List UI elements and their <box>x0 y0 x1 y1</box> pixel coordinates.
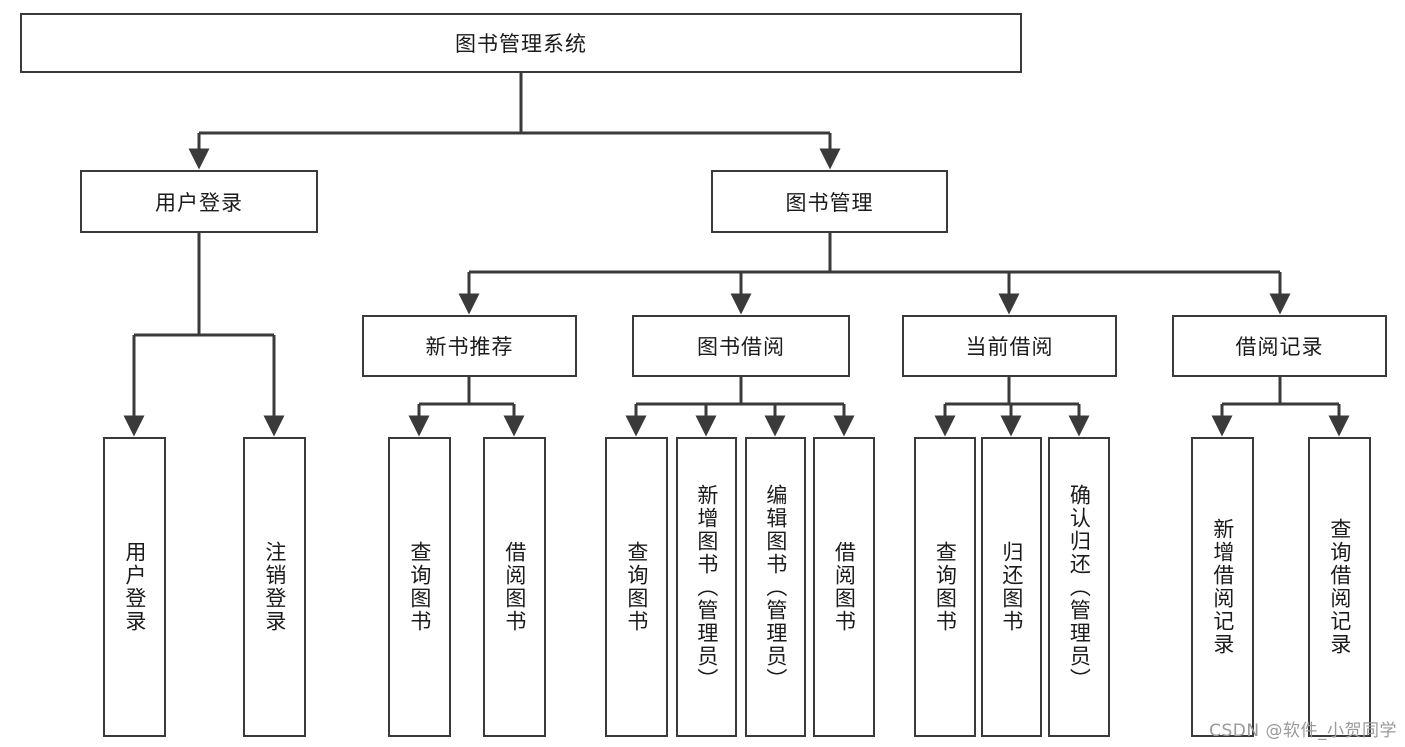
node-leaf-borrow-book-1[interactable]: 借阅图书 <box>483 437 546 737</box>
node-current-borrow[interactable]: 当前借阅 <box>902 315 1117 377</box>
node-leaf-user-logout[interactable]: 注销登录 <box>243 437 306 737</box>
node-label: 用户登录 <box>122 541 147 633</box>
node-user-login[interactable]: 用户登录 <box>80 170 318 233</box>
node-leaf-confirm-return[interactable]: 确认归还（管理员） <box>1048 437 1110 737</box>
node-book-manage[interactable]: 图书管理 <box>711 170 948 233</box>
node-leaf-edit-book[interactable]: 编辑图书（管理员） <box>745 437 806 737</box>
node-leaf-add-book[interactable]: 新增图书（管理员） <box>676 437 737 737</box>
node-label: 查询图书 <box>407 541 432 633</box>
node-label: 查询图书 <box>933 541 958 633</box>
node-label: 归还图书 <box>999 541 1024 633</box>
node-leaf-return-book[interactable]: 归还图书 <box>981 437 1042 737</box>
node-label: 编辑图书（管理员） <box>763 483 788 691</box>
node-leaf-borrow-book-2[interactable]: 借阅图书 <box>813 437 875 737</box>
node-leaf-query-book-2[interactable]: 查询图书 <box>605 437 668 737</box>
node-label: 借阅图书 <box>832 541 857 633</box>
node-label: 借阅图书 <box>502 541 527 633</box>
node-leaf-query-record[interactable]: 查询借阅记录 <box>1308 437 1371 737</box>
node-label: 查询借阅记录 <box>1327 518 1352 656</box>
node-leaf-add-record[interactable]: 新增借阅记录 <box>1191 437 1254 737</box>
node-borrow-record[interactable]: 借阅记录 <box>1172 315 1387 377</box>
node-root[interactable]: 图书管理系统 <box>20 13 1022 73</box>
node-leaf-user-login[interactable]: 用户登录 <box>103 437 166 737</box>
node-book-borrow[interactable]: 图书借阅 <box>632 315 850 377</box>
node-label: 查询图书 <box>624 541 649 633</box>
node-new-book-rec[interactable]: 新书推荐 <box>362 315 577 377</box>
node-label: 确认归还（管理员） <box>1067 483 1092 691</box>
node-label: 新增图书（管理员） <box>694 483 719 691</box>
node-label: 新增借阅记录 <box>1210 518 1235 656</box>
node-label: 注销登录 <box>262 541 287 633</box>
node-leaf-query-book-1[interactable]: 查询图书 <box>388 437 451 737</box>
node-leaf-query-book-3[interactable]: 查询图书 <box>914 437 976 737</box>
